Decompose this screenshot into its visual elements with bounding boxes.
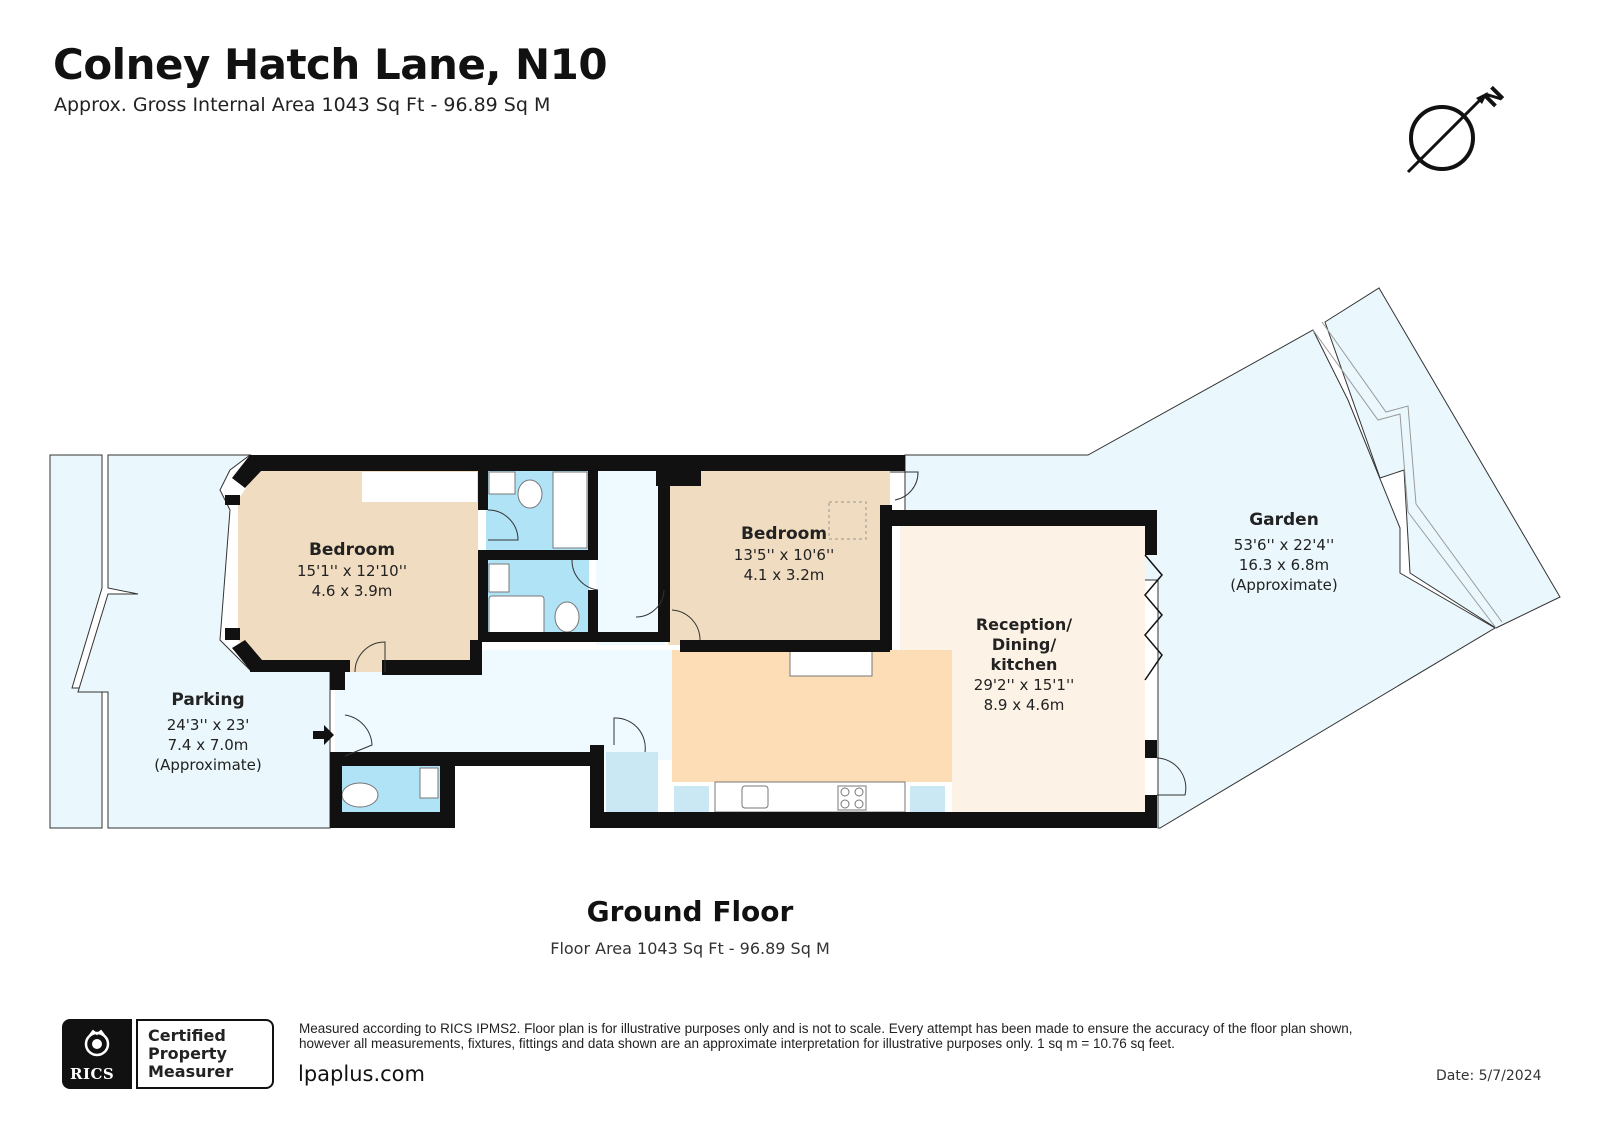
certification-box: Certified Property Measurer: [136, 1019, 274, 1089]
parking-metric: 7.4 x 7.0m: [168, 736, 249, 754]
cert-line-2: Property: [148, 1044, 227, 1063]
hob-icon: [837, 785, 867, 811]
bifold-doors: [1144, 554, 1163, 681]
walls: [225, 455, 1157, 828]
rics-badge: RICS Certified Property Measurer: [62, 1019, 274, 1089]
bedroom-1-label: Bedroom: [309, 540, 395, 560]
disclaimer: Measured according to RICS IPMS2. Floor …: [299, 1021, 1559, 1051]
bedroom-2-imperial: 13'5'' x 10'6'': [734, 546, 834, 564]
garden-note: (Approximate): [1230, 576, 1338, 594]
disclaimer-line-1: Measured according to RICS IPMS2. Floor …: [299, 1021, 1353, 1036]
bedroom-1-floor: [238, 470, 478, 675]
north-arrow-icon: N: [1406, 82, 1510, 174]
bedroom-2-metric: 4.1 x 3.2m: [744, 566, 825, 584]
hallway: [335, 470, 675, 760]
reception-imperial: 29'2'' x 15'1'': [974, 676, 1074, 694]
entrance-arrow-icon: [313, 725, 334, 745]
page-title: Colney Hatch Lane, N10: [53, 40, 608, 89]
sink-icon: [741, 785, 769, 809]
reception-metric: 8.9 x 4.6m: [984, 696, 1065, 714]
garden-metric: 16.3 x 6.8m: [1239, 556, 1329, 574]
parking-area: [49, 454, 331, 829]
door-swings: [344, 471, 1187, 796]
cert-line-3: Measurer: [148, 1062, 234, 1081]
lion-icon: [84, 1029, 110, 1057]
parking-note: (Approximate): [154, 756, 262, 774]
floor-title: Ground Floor: [586, 895, 794, 928]
reception-label-line3: kitchen: [991, 655, 1058, 674]
bedroom-2-label: Bedroom: [741, 524, 827, 544]
gross-area-subtitle: Approx. Gross Internal Area 1043 Sq Ft -…: [54, 94, 551, 116]
parking-label: Parking: [171, 690, 244, 710]
kitchen-counter: [714, 781, 906, 813]
garden-area: [904, 287, 1561, 829]
rics-logo: RICS: [62, 1019, 132, 1089]
parking-imperial: 24'3'' x 23': [167, 716, 250, 734]
rics-brand: RICS: [70, 1065, 115, 1083]
reception-label-line1: Reception/: [976, 615, 1072, 634]
garden-imperial: 53'6'' x 22'4'': [1234, 536, 1334, 554]
bedroom-1-metric: 4.6 x 3.9m: [312, 582, 393, 600]
garden-label: Garden: [1249, 510, 1319, 530]
reception-label-line2: Dining/: [992, 635, 1056, 654]
plan-date: Date: 5/7/2024: [1436, 1068, 1542, 1084]
reception-floor: [900, 525, 1145, 812]
bedroom-1-imperial: 15'1'' x 12'10'': [297, 562, 407, 580]
website-link[interactable]: lpaplus.com: [298, 1062, 425, 1086]
disclaimer-line-2: however all measurements, fixtures, fitt…: [299, 1036, 1175, 1051]
cert-line-1: Certified: [148, 1026, 226, 1045]
floor-area: Floor Area 1043 Sq Ft - 96.89 Sq M: [550, 939, 830, 958]
bedroom-2-floor: [668, 470, 890, 645]
